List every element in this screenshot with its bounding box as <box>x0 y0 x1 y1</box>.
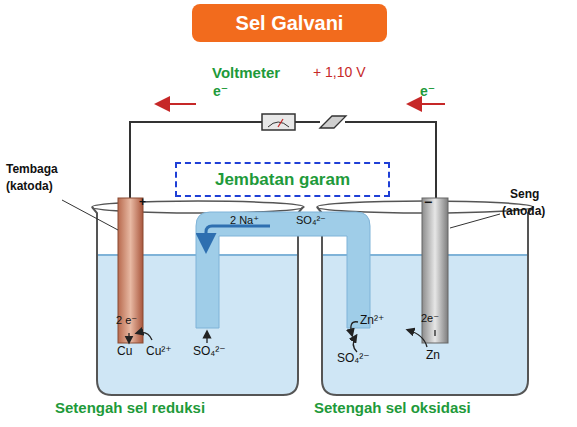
ion-label: Cu²⁺ <box>146 345 172 359</box>
polarity-sign: − <box>424 194 432 210</box>
electron-label: e⁻ <box>213 83 228 99</box>
half-cell-label: Setengah sel oksidasi <box>314 399 471 416</box>
metal-label: Zn <box>426 349 440 363</box>
ion-label: SO₄²⁻ <box>337 352 370 366</box>
box-label: Jembatan garam <box>215 170 350 190</box>
electrode-role: (anoda) <box>502 205 545 219</box>
instrument-label: Voltmeter <box>212 64 280 81</box>
title-text: Sel Galvani <box>192 4 387 42</box>
polarity-sign: + <box>139 196 146 210</box>
electron-label: 2 e⁻ <box>116 314 137 327</box>
electron-label: e⁻ <box>420 83 435 99</box>
half-cell-label: Setengah sel reduksi <box>55 399 205 416</box>
ion-label: SO₄²⁻ <box>296 214 326 227</box>
ion-label: Zn²⁺ <box>360 314 384 328</box>
dashed-box: Jembatan garam <box>175 162 390 197</box>
ion-label: SO₄²⁻ <box>193 345 226 359</box>
voltage-value: + 1,10 V <box>313 64 366 80</box>
electron-label: 2e⁻ <box>421 312 439 325</box>
metal-label: Cu <box>117 345 132 359</box>
ion-label: 2 Na⁺ <box>230 214 259 227</box>
electrode-name: Tembaga <box>6 163 58 177</box>
electrode-role: (katoda) <box>6 180 53 194</box>
electrode-name: Seng <box>510 188 539 202</box>
